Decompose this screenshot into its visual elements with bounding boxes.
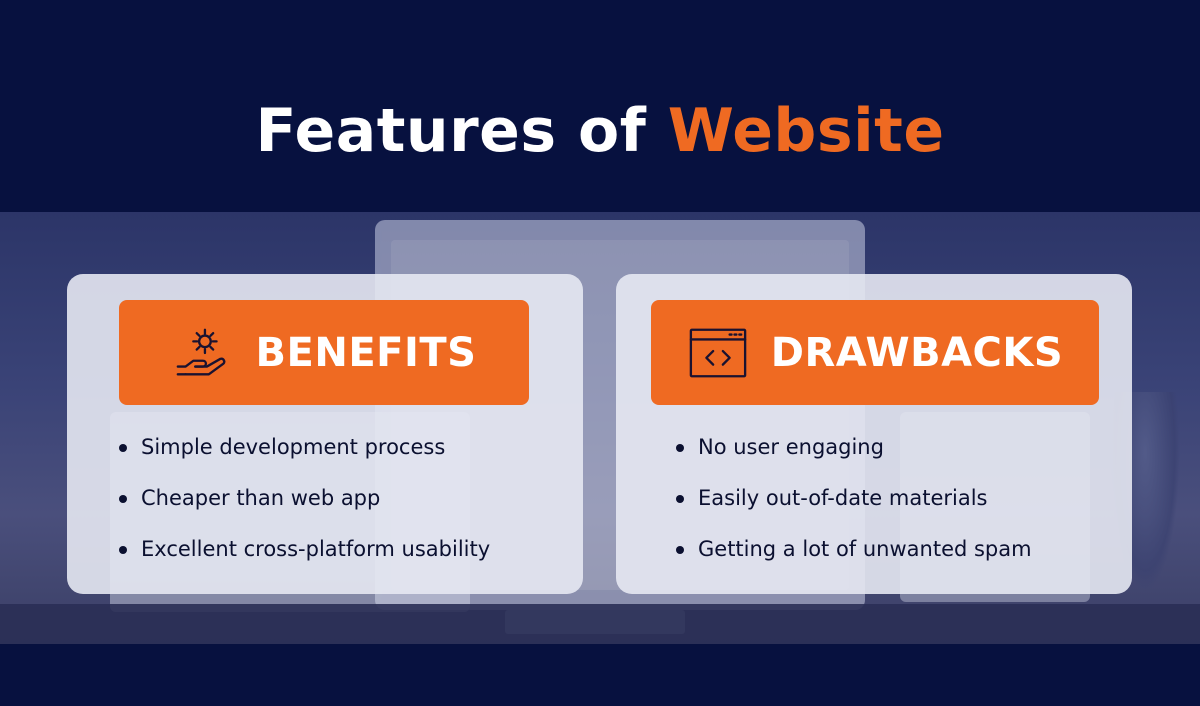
list-item: Easily out-of-date materials <box>676 483 1032 534</box>
list-item: Cheaper than web app <box>119 483 490 534</box>
drawbacks-list: No user engaging Easily out-of-date mate… <box>676 432 1032 585</box>
benefits-header: BENEFITS <box>119 300 529 405</box>
benefits-card: BENEFITS Simple development process Chea… <box>67 274 583 594</box>
page-title: Features of Website <box>0 96 1200 166</box>
list-item: Simple development process <box>119 432 490 483</box>
hand-gear-icon <box>176 328 225 375</box>
list-item: Excellent cross-platform usability <box>119 534 490 585</box>
drawbacks-card: DRAWBACKS No user engaging Easily out-of… <box>616 274 1132 594</box>
background-desk <box>0 604 1200 644</box>
benefits-list: Simple development process Cheaper than … <box>119 432 490 585</box>
drawbacks-title: DRAWBACKS <box>770 329 1064 376</box>
browser-code-icon <box>689 328 747 377</box>
benefits-title: BENEFITS <box>255 329 477 376</box>
title-accent: Website <box>667 96 945 166</box>
title-prefix: Features of <box>255 96 647 166</box>
bottom-band <box>0 644 1200 706</box>
list-item: Getting a lot of unwanted spam <box>676 534 1032 585</box>
drawbacks-header: DRAWBACKS <box>651 300 1099 405</box>
list-item: No user engaging <box>676 432 1032 483</box>
